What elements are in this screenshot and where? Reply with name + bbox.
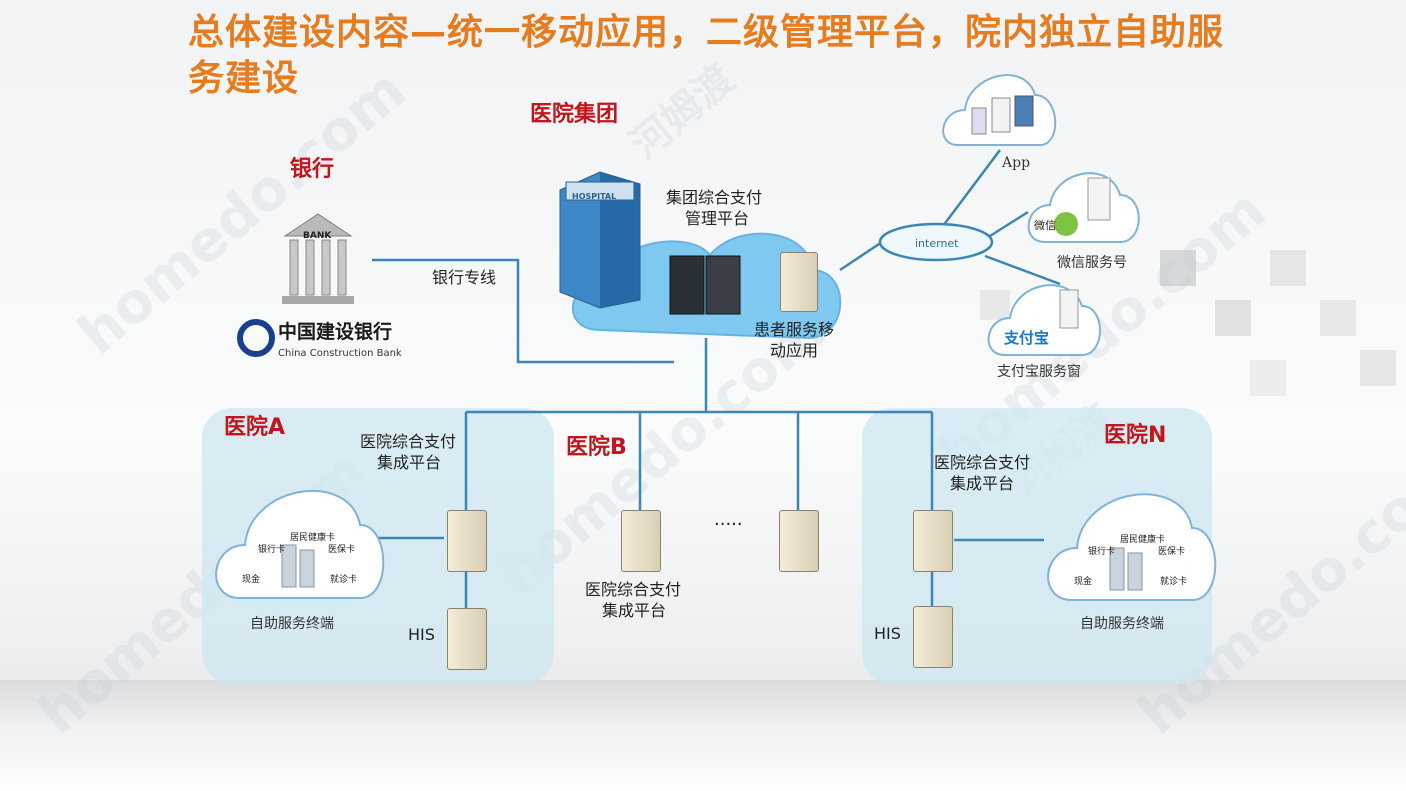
- internet-label: internet: [915, 237, 959, 250]
- group-platform-label-2: 管理平台: [685, 209, 750, 228]
- mobile-internet-link: [839, 240, 883, 272]
- terminal-item-label: 居民健康卡: [290, 533, 336, 543]
- rack-server-icon: [705, 255, 741, 315]
- bg-tile: [1250, 360, 1286, 396]
- ccb-logo-en: China Construction Bank: [278, 348, 402, 359]
- terminal-cloud-n: [1047, 493, 1217, 601]
- hospital-x-server-icon: [779, 510, 819, 572]
- alipay-label: 支付宝服务窗: [997, 364, 1081, 380]
- terminal-item-label: 医保卡: [1158, 547, 1186, 557]
- hospital-n-server-icon: [913, 510, 953, 572]
- hospital-a-terminal-label: 自助服务终端: [250, 616, 334, 632]
- hospital-a-platform-label-2: 集成平台: [377, 453, 442, 472]
- app-phone-icon: [991, 97, 1011, 133]
- alipay-phone-icon: [1059, 289, 1079, 329]
- wechat-phone-icon: [1087, 177, 1111, 221]
- hospital-n-label: 医院N: [1104, 423, 1167, 448]
- wechat-icon: [1054, 212, 1078, 236]
- bg-tile: [1270, 250, 1306, 286]
- hospital-a-label: 医院A: [224, 415, 286, 440]
- slide-title: 总体建设内容—统一移动应用，二级管理平台，院内独立自助服务建设: [188, 12, 1225, 99]
- bg-tile: [1360, 350, 1396, 386]
- app-label: App: [1002, 155, 1031, 171]
- mobile-app-server-icon: [780, 252, 818, 312]
- terminal-item-label: 现金: [242, 575, 261, 585]
- internet-wechat-link: [989, 210, 1029, 238]
- mobile-app-label-1: 患者服务移: [754, 320, 835, 339]
- bg-tile: [1215, 300, 1251, 336]
- hospital-b-server-icon: [621, 510, 661, 572]
- hospital-b-platform-label-1: 医院综合支付: [585, 580, 682, 599]
- hospital-a-his-server-icon: [447, 608, 487, 670]
- hospital-n-platform-label-2: 集成平台: [950, 474, 1015, 493]
- hospital-a-platform-label-1: 医院综合支付: [360, 432, 457, 451]
- hospital-a-server-icon: [447, 510, 487, 572]
- terminal-item-label: 就诊卡: [330, 575, 358, 585]
- app-phone-icon: [971, 107, 987, 135]
- hospital-n-platform-label-1: 医院综合支付: [934, 453, 1031, 472]
- wechat-label: 微信服务号: [1057, 255, 1127, 271]
- terminal-item-label: 银行卡: [258, 545, 286, 555]
- terminal-item-label: 银行卡: [1088, 547, 1116, 557]
- hospital-n-his-label: HIS: [874, 624, 901, 643]
- floor-background: [0, 680, 1406, 791]
- hospital-a-his-label: HIS: [408, 625, 435, 644]
- more-hospitals-ellipsis: .....: [714, 509, 743, 530]
- rack-server-icon: [669, 255, 705, 315]
- wechat-icon-text: 微信: [1034, 219, 1056, 232]
- internet-ellipse: [878, 222, 994, 262]
- bank-building-sign: BANK: [303, 231, 332, 241]
- terminal-item-label: 就诊卡: [1160, 577, 1188, 587]
- bg-tile: [1160, 250, 1196, 286]
- kiosk-icon: [281, 544, 297, 588]
- bg-tile: [980, 290, 1010, 320]
- internet-app-link: [939, 149, 1001, 231]
- terminal-item-label: 医保卡: [328, 545, 356, 555]
- kiosk-icon: [299, 549, 315, 588]
- kiosk-icon: [1127, 552, 1143, 591]
- internet-alipay-link: [984, 254, 1061, 286]
- bank-building-icon: [283, 213, 353, 237]
- app-phone-icon: [1014, 95, 1034, 127]
- mobile-app-label-2: 动应用: [770, 341, 819, 360]
- bg-tile: [1320, 300, 1356, 336]
- bank-dedicated-line: [372, 258, 674, 364]
- group-platform-label-1: 集团综合支付: [666, 188, 763, 207]
- hospital-n-his-server-icon: [913, 606, 953, 668]
- kiosk-icon: [1109, 547, 1125, 591]
- ccb-logo-cn: 中国建设银行: [278, 321, 393, 343]
- hospital-building-sign: HOSPITAL: [572, 192, 617, 201]
- hospital-b-platform-label-2: 集成平台: [602, 601, 667, 620]
- hospital-b-label: 医院B: [566, 435, 627, 460]
- hospital-group-label: 医院集团: [530, 102, 619, 127]
- terminal-item-label: 现金: [1074, 577, 1093, 587]
- hospital-n-terminal-label: 自助服务终端: [1080, 616, 1164, 632]
- bank-line-label: 银行专线: [432, 268, 497, 287]
- terminal-item-label: 居民健康卡: [1120, 535, 1166, 545]
- terminal-cloud-a: [215, 490, 385, 599]
- ccb-logo-icon: [237, 319, 275, 357]
- alipay-icon-text: 支付宝: [1004, 329, 1050, 347]
- bank-label: 银行: [290, 157, 335, 182]
